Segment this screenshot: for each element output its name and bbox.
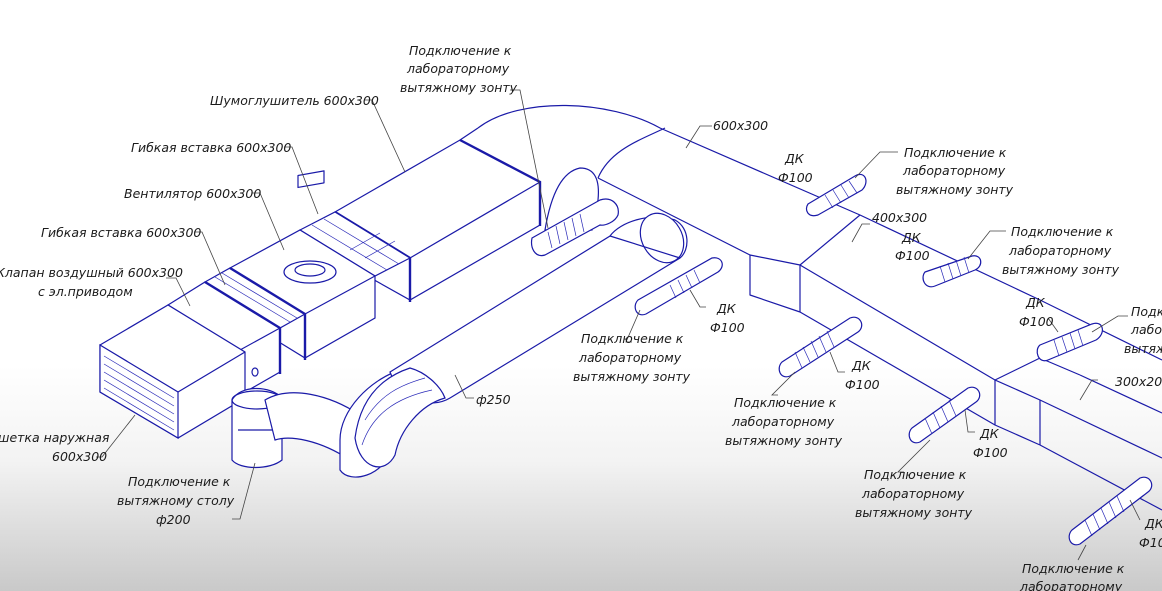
label-hood-e-3: вытяжному зонту [855,505,973,520]
label-hood-a-1: Подключение к [904,145,1007,160]
label-valve-1: Клапан воздушный 600х300 [0,265,183,280]
label-hood-top-1: Подключение к [409,43,512,58]
label-hood-b-3: вытяжному зонту [1002,262,1120,277]
label-hood-f-1: Подк [1131,304,1162,319]
label-dk-g-1: ДК [1144,516,1162,531]
label-hood-d-1: Подключение к [734,395,837,410]
label-table-2: вытяжному столу [117,493,235,508]
label-dk-a-2: Ф100 [778,170,813,185]
label-hood-e-1: Подключение к [864,467,967,482]
label-hood-c-2: лабораторному [578,350,682,365]
label-dk-d-2: Ф100 [710,320,745,335]
label-dk-f-2: Ф100 [973,445,1008,460]
label-grille-1: шетка наружная [0,430,110,445]
label-hood-f-3: вытяж [1124,341,1162,356]
label-hood-d-3: вытяжному зонту [725,433,843,448]
label-pipe-250: ф250 [476,392,511,407]
label-hood-b-1: Подключение к [1011,224,1114,239]
label-dk-f-1: ДК [979,426,1000,441]
label-dk-c-2: Ф100 [1019,314,1054,329]
label-main-duct: 600х300 [713,118,768,133]
label-reducer: 400х300 [872,210,927,225]
label-duct-300: 300х200 [1115,374,1162,389]
label-flex-2: Гибкая вставка 600х300 [41,225,201,240]
label-dk-b-2: Ф100 [895,248,930,263]
label-hood-c-1: Подключение к [581,331,684,346]
label-hood-b-2: лабораторному [1008,243,1112,258]
label-dk-d-1: ДК [716,301,737,316]
branch-pipes [634,173,1153,546]
label-hood-g-1: Подключение к [1022,561,1125,576]
label-hood-top-2: лабораторному [406,61,510,76]
label-valve-2: с эл.приводом [38,284,133,299]
label-dk-g-2: Ф10 [1139,535,1162,550]
label-dk-c-1: ДК [1025,295,1046,310]
label-hood-c-3: вытяжному зонту [573,369,691,384]
label-dk-a-1: ДК [784,151,805,166]
pipe-250 [354,212,688,468]
label-dk-e-1: ДК [851,358,872,373]
labels: Подключение к лабораторному вытяжному зо… [0,43,1162,591]
leader-lines [96,89,1141,561]
air-handling-box-section [99,138,542,440]
label-table-3: ф200 [156,512,191,527]
label-silencer: Шумоглушитель 600х300 [210,93,379,108]
label-hood-a-3: вытяжному зонту [896,182,1014,197]
label-dk-b-1: ДК [901,230,922,245]
label-table-1: Подключение к [128,474,231,489]
label-hood-d-2: лабораторному [731,414,835,429]
label-hood-g-2: лабораторному [1019,579,1123,591]
label-grille-2: 600х300 [52,449,107,464]
label-flex-1: Гибкая вставка 600х300 [131,140,291,155]
label-hood-e-2: лабораторному [861,486,965,501]
main-duct-600x300 [459,104,1162,511]
label-hood-top-3: вытяжному зонту [400,80,518,95]
hood-pipe-top [530,167,619,257]
label-hood-a-2: лабораторному [902,163,1006,178]
label-fan: Вентилятор 600х300 [124,186,261,201]
label-hood-f-2: лабор [1130,322,1162,337]
label-dk-e-2: Ф100 [845,377,880,392]
